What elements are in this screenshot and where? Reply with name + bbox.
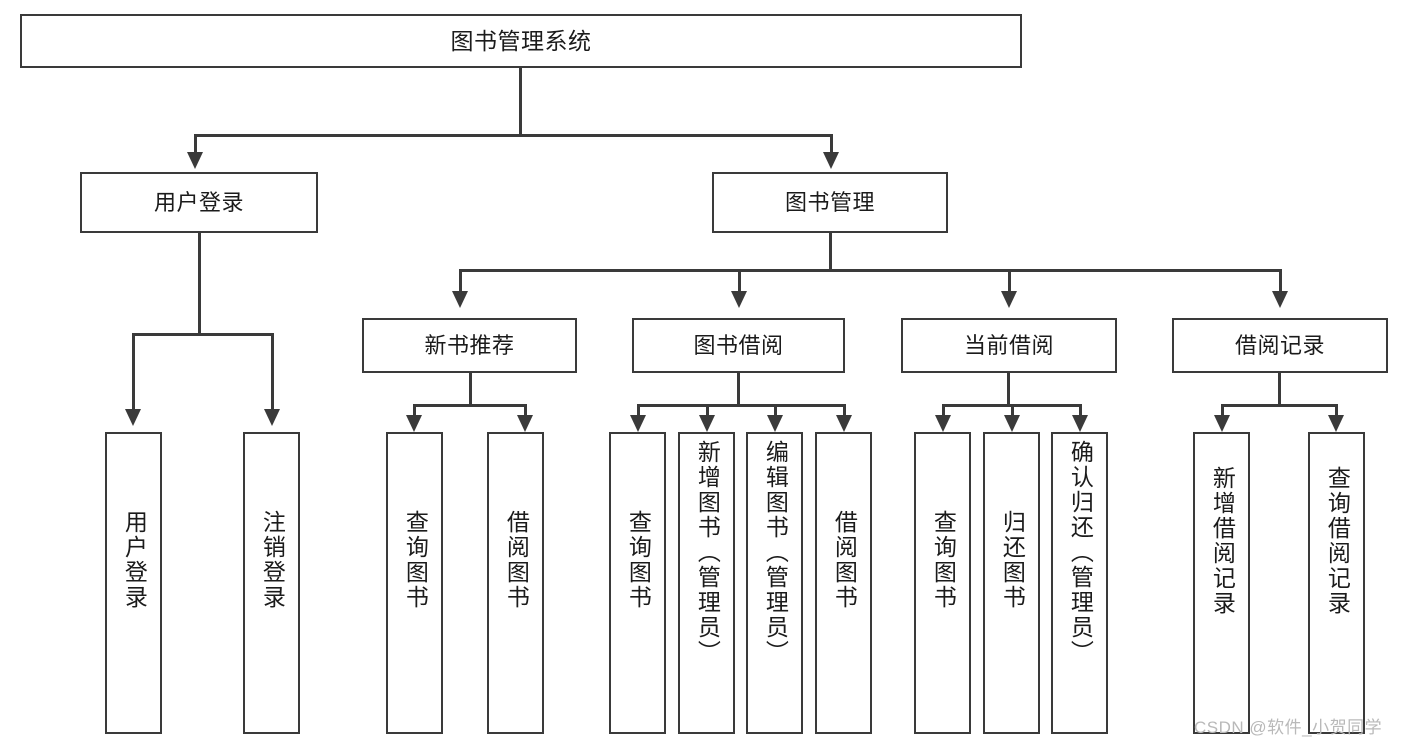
- arrowhead-bb-leaf-3: [767, 415, 783, 432]
- connector-user-login-child-2: [271, 333, 274, 411]
- node-book-manage[interactable]: 图书管理: [712, 172, 948, 233]
- arrowhead-cb-leaf-1: [935, 415, 951, 432]
- connector-user-login-bar: [133, 333, 273, 336]
- leaf-bb-borrow-book[interactable]: 借阅图书: [815, 432, 872, 734]
- leaf-cb-return-book-label: 归还图书: [999, 510, 1026, 610]
- arrowhead-leaf-logout: [264, 409, 280, 426]
- node-book-borrow-label: 图书借阅: [693, 332, 784, 358]
- leaf-bb-edit-book-admin-label: 编辑图书（管理员）: [762, 440, 789, 665]
- leaf-nbr-borrow-book-label: 借阅图书: [503, 510, 530, 610]
- connector-bb-child-1: [637, 404, 640, 418]
- leaf-br-query-record[interactable]: 查询借阅记录: [1308, 432, 1365, 734]
- leaf-logout[interactable]: 注销登录: [243, 432, 300, 734]
- connector-root-to-user-login: [194, 134, 197, 156]
- connector-book-borrow-stem: [737, 373, 740, 406]
- connector-user-login-child-1: [132, 333, 135, 411]
- arrowhead-nbr-leaf-2: [517, 415, 533, 432]
- connector-br-child-2: [1335, 404, 1338, 418]
- connector-new-book-recommend-stem: [469, 373, 472, 406]
- node-current-borrow[interactable]: 当前借阅: [901, 318, 1117, 373]
- leaf-cb-confirm-return-admin-label: 确认归还（管理员）: [1067, 440, 1094, 665]
- connector-book-manage-child-4: [1279, 269, 1282, 293]
- connector-book-borrow-bar: [638, 404, 846, 407]
- connector-br-child-1: [1221, 404, 1224, 418]
- arrowhead-leaf-user-login: [125, 409, 141, 426]
- node-borrow-record[interactable]: 借阅记录: [1172, 318, 1388, 373]
- leaf-bb-edit-book-admin[interactable]: 编辑图书（管理员）: [746, 432, 803, 734]
- arrowhead-current-borrow: [1001, 291, 1017, 308]
- connector-book-manage-child-1: [459, 269, 462, 293]
- arrowhead-bb-leaf-4: [836, 415, 852, 432]
- leaf-nbr-borrow-book[interactable]: 借阅图书: [487, 432, 544, 734]
- connector-cb-child-1: [942, 404, 945, 418]
- arrowhead-cb-leaf-2: [1004, 415, 1020, 432]
- connector-bb-child-2: [706, 404, 709, 418]
- csdn-watermark: CSDN @软件_小贺同学: [1194, 718, 1383, 737]
- node-book-manage-label: 图书管理: [784, 189, 875, 215]
- connector-borrow-record-stem: [1278, 373, 1281, 406]
- connector-book-manage-child-3: [1008, 269, 1011, 293]
- arrowhead-bb-leaf-1: [630, 415, 646, 432]
- arrowhead-book-borrow: [731, 291, 747, 308]
- leaf-br-add-record[interactable]: 新增借阅记录: [1193, 432, 1250, 734]
- node-book-borrow[interactable]: 图书借阅: [632, 318, 845, 373]
- node-user-login-label: 用户登录: [153, 189, 244, 215]
- connector-nbr-child-2: [524, 404, 527, 418]
- connector-cb-child-3: [1079, 404, 1082, 418]
- leaf-nbr-query-book[interactable]: 查询图书: [386, 432, 443, 734]
- node-new-book-recommend-label: 新书推荐: [424, 332, 515, 358]
- leaf-bb-query-book[interactable]: 查询图书: [609, 432, 666, 734]
- leaf-br-add-record-label: 新增借阅记录: [1209, 466, 1236, 616]
- connector-new-book-recommend-bar: [414, 404, 526, 407]
- node-borrow-record-label: 借阅记录: [1234, 332, 1325, 358]
- connector-borrow-record-bar: [1222, 404, 1337, 407]
- connector-user-login-stem: [198, 233, 201, 335]
- connector-nbr-child-1: [413, 404, 416, 418]
- connector-book-manage-stem: [829, 233, 832, 271]
- connector-bb-child-4: [843, 404, 846, 418]
- arrowhead-borrow-record: [1272, 291, 1288, 308]
- arrowhead-br-leaf-1: [1214, 415, 1230, 432]
- leaf-bb-add-book-admin-label: 新增图书（管理员）: [694, 440, 721, 665]
- leaf-bb-query-book-label: 查询图书: [625, 510, 652, 610]
- arrowhead-nbr-leaf-1: [406, 415, 422, 432]
- leaf-user-login-label: 用户登录: [121, 510, 148, 610]
- leaf-cb-return-book[interactable]: 归还图书: [983, 432, 1040, 734]
- leaf-nbr-query-book-label: 查询图书: [402, 510, 429, 610]
- connector-book-manage-child-2: [738, 269, 741, 293]
- arrowhead-book-manage: [823, 152, 839, 169]
- connector-root-stem: [519, 68, 522, 136]
- arrowhead-br-leaf-2: [1328, 415, 1344, 432]
- node-root-system-label: 图书管理系统: [450, 27, 592, 54]
- arrowhead-new-book-recommend: [452, 291, 468, 308]
- leaf-bb-add-book-admin[interactable]: 新增图书（管理员）: [678, 432, 735, 734]
- leaf-br-query-record-label: 查询借阅记录: [1324, 466, 1351, 616]
- leaf-cb-query-book-label: 查询图书: [930, 510, 957, 610]
- node-user-login[interactable]: 用户登录: [80, 172, 318, 233]
- leaf-cb-confirm-return-admin[interactable]: 确认归还（管理员）: [1051, 432, 1108, 734]
- connector-bb-child-3: [774, 404, 777, 418]
- leaf-bb-borrow-book-label: 借阅图书: [831, 510, 858, 610]
- node-current-borrow-label: 当前借阅: [963, 332, 1054, 358]
- connector-root-bar: [195, 134, 833, 137]
- leaf-user-login[interactable]: 用户登录: [105, 432, 162, 734]
- connector-book-manage-bar: [460, 269, 1281, 272]
- connector-root-to-book-manage: [830, 134, 833, 156]
- leaf-logout-label: 注销登录: [259, 510, 286, 610]
- connector-cb-child-2: [1011, 404, 1014, 418]
- node-root-system[interactable]: 图书管理系统: [20, 14, 1022, 68]
- leaf-cb-query-book[interactable]: 查询图书: [914, 432, 971, 734]
- connector-current-borrow-stem: [1007, 373, 1010, 406]
- arrowhead-user-login: [187, 152, 203, 169]
- arrowhead-cb-leaf-3: [1072, 415, 1088, 432]
- node-new-book-recommend[interactable]: 新书推荐: [362, 318, 577, 373]
- arrowhead-bb-leaf-2: [699, 415, 715, 432]
